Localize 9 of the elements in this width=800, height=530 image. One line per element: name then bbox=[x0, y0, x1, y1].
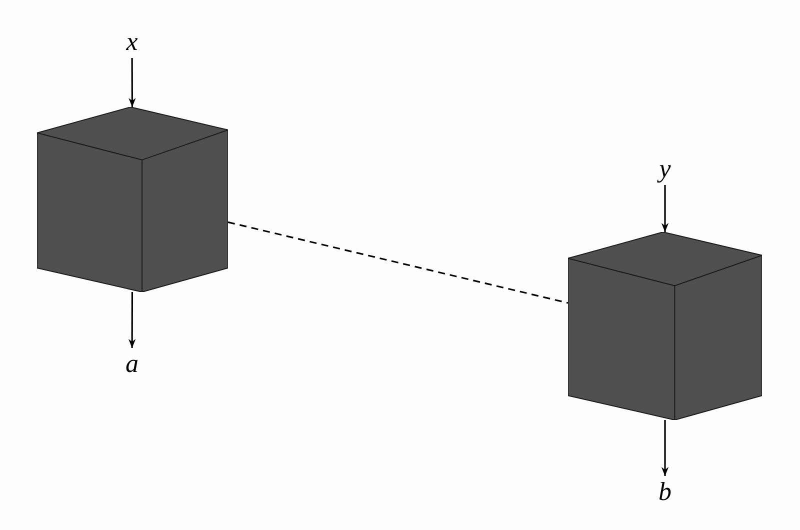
dashed-line bbox=[228, 221, 568, 304]
arrow bbox=[661, 420, 669, 476]
arrow bbox=[128, 58, 136, 107]
variable-label: b bbox=[658, 479, 672, 505]
variable-label: x bbox=[126, 29, 138, 55]
variable-label: y bbox=[659, 156, 671, 182]
arrow bbox=[128, 292, 136, 348]
arrow bbox=[661, 185, 669, 232]
variable-label: a bbox=[126, 351, 138, 377]
